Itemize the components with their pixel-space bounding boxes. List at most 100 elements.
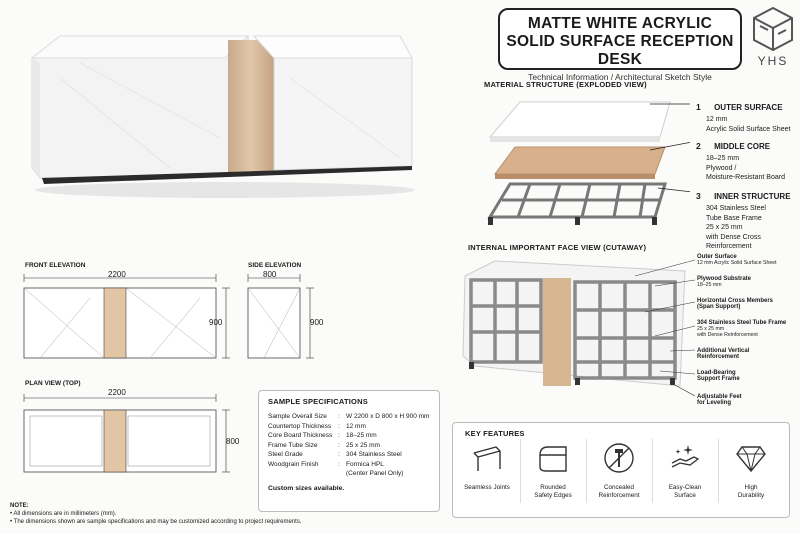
logo-text: YHS	[757, 54, 789, 68]
cutaway-view	[462, 259, 695, 397]
spec-value: 304 Stainless Steel	[346, 451, 402, 458]
spec-value: 25 x 25 mm	[346, 441, 380, 449]
title-box: MATTE WHITE ACRYLIC SOLID SURFACE RECEPT…	[498, 8, 742, 82]
spec-value: 12 mm	[346, 422, 366, 430]
cutaway-heading: INTERNAL IMPORTANT FACE VIEW (CUTAWAY)	[468, 243, 647, 252]
plan-view-heading: PLAN VIEW (TOP)	[25, 380, 81, 387]
cutaway-label-title: Horizontal Cross Members	[697, 298, 774, 304]
cutaway-label-plywood: Plywood Substrate 18–25 mm	[697, 276, 797, 288]
layer-1: 1 OUTER SURFACE 12 mm Acrylic Solid Surf…	[696, 97, 796, 134]
layer-2: 2 MIDDLE CORE 18–25 mm Plywood / Moistur…	[696, 136, 796, 183]
side-width-dim: 800	[263, 270, 277, 279]
plan-view-drawing	[23, 394, 230, 473]
layer-3-line: 25 x 25 mm	[706, 224, 743, 231]
layer-3: 3 INNER STRUCTURE 304 Stainless Steel Tu…	[696, 186, 796, 252]
brand-logo: YHS	[752, 6, 794, 68]
cutaway-label-title: Support Frame	[697, 376, 740, 382]
cutaway-label-frame: 304 Stainless Steel Tube Frame 25 x 25 m…	[697, 320, 797, 338]
diamond-icon	[736, 446, 766, 473]
spec-key: Sample Overall Size	[268, 413, 327, 420]
layer-3-num: 3	[696, 191, 701, 201]
cutaway-label-title: Reinforcement	[697, 354, 740, 360]
sample-specifications: SAMPLE SPECIFICATIONS Sample Overall Siz…	[258, 390, 440, 512]
cutaway-label-sub: 25 x 25 mm	[697, 326, 725, 332]
layer-1-title: OUTER SURFACE	[714, 103, 783, 112]
cutaway-label-title: Adjustable Feet	[697, 394, 742, 400]
spec-row: Sample Overall Size:W 2200 x D 800 x H 9…	[268, 413, 430, 420]
cutaway-label-sub: with Dense Reinforcement	[697, 332, 758, 338]
feature-label: Durability	[737, 492, 765, 499]
exploded-view	[487, 101, 690, 225]
spec-row: Woodgrain Finish:Formica HPL(Center Pane…	[268, 460, 404, 478]
spec-key: Frame Tube Size	[268, 441, 318, 449]
key-features-heading: KEY FEATURES	[465, 429, 525, 438]
layer-1-line: 12 mm	[706, 116, 728, 123]
front-width-dim: 2200	[108, 270, 126, 279]
layer-1-line: Acrylic Solid Surface Sheet	[706, 125, 791, 133]
concealed-screw-icon	[604, 443, 634, 473]
feature-label: Seamless Joints	[464, 484, 510, 491]
title-line2: SOLID SURFACE RECEPTION DESK	[506, 33, 734, 68]
feature-label: Reinforcement	[598, 492, 640, 499]
cutaway-label-load: Load-Bearing Support Frame	[697, 370, 797, 382]
material-heading: MATERIAL STRUCTURE (EXPLODED VIEW)	[484, 80, 647, 89]
cutaway-label-sub: 12 mm Acrylic Solid Surface Sheet	[697, 260, 777, 266]
side-elevation-heading: SIDE ELEVATION	[248, 262, 302, 269]
cutaway-label-sub: (Span Support)	[697, 304, 741, 310]
spec-key: Core Board Thickness	[268, 432, 333, 439]
spec-row: Steel Grade:304 Stainless Steel	[268, 450, 430, 460]
layer-2-num: 2	[696, 141, 701, 151]
layer-2-line: Plywood /	[706, 164, 737, 172]
layer-3-line: Tube Base Frame	[706, 214, 762, 222]
layer-3-line: Reinforcement	[706, 243, 752, 250]
subtitle: Technical Information / Architectural Sk…	[528, 72, 712, 82]
cutaway-label-title: Plywood Substrate	[697, 276, 752, 282]
front-height-dim: 900	[209, 318, 223, 327]
note-heading: NOTE:	[10, 503, 29, 509]
logo-cube-icon	[753, 6, 793, 52]
cutaway-label-outer: Outer Surface 12 mm Acrylic Solid Surfac…	[697, 254, 797, 266]
note: NOTE: • All dimensions are in millimeter…	[10, 503, 302, 525]
cutaway-label-title: Additional Vertical	[697, 348, 750, 354]
front-elevation-drawing	[23, 274, 230, 359]
spec-row: Frame Tube Size:25 x 25 mm	[268, 441, 430, 451]
plan-depth-dim: 800	[226, 437, 240, 446]
feature-label: Rounded	[540, 484, 566, 491]
layer-2-line: Moisture-Resistant Board	[706, 174, 785, 181]
cutaway-label-sub: 18–25 mm	[697, 282, 722, 288]
cutaway-label-title: 304 Stainless Steel Tube Frame	[697, 320, 787, 326]
layer-1-num: 1	[696, 102, 701, 112]
cutaway-label-title: for Leveling	[697, 400, 732, 406]
layer-3-line: 304 Stainless Steel	[706, 205, 766, 212]
cutaway-label-title: Outer Surface	[697, 254, 737, 260]
note-line: All dimensions are in millimeters (mm).	[13, 511, 117, 517]
cutaway-label-cross: Horizontal Cross Members (Span Support)	[697, 298, 797, 310]
front-elevation-heading: FRONT ELEVATION	[25, 262, 86, 269]
spec-key: Steel Grade	[268, 451, 303, 458]
hand-sparkle-icon	[671, 445, 700, 468]
seamless-joints-icon	[473, 446, 501, 471]
spec-value: (Center Panel Only)	[346, 470, 404, 477]
specs-heading: SAMPLE SPECIFICATIONS	[268, 397, 368, 406]
specs-footer: Custom sizes available.	[268, 484, 345, 492]
spec-row: Countertop Thickness:12 mm	[268, 422, 430, 432]
layer-3-title: INNER STRUCTURE	[714, 192, 791, 201]
layer-3-line: with Dense Cross	[706, 233, 761, 241]
spec-key: Woodgrain Finish	[268, 460, 319, 468]
side-elevation-drawing	[247, 274, 314, 359]
desk-render	[30, 35, 415, 198]
spec-value: Formica HPL	[346, 460, 384, 468]
rounded-edge-icon	[539, 446, 567, 472]
layer-2-title: MIDDLE CORE	[714, 142, 771, 151]
cutaway-label-title: Load-Bearing	[697, 370, 736, 376]
title-line1: MATTE WHITE ACRYLIC	[527, 15, 713, 32]
spec-value: W 2200 x D 800 x H 900 mm	[346, 413, 430, 420]
feature-label: Concealed	[603, 484, 635, 491]
cutaway-label-feet: Adjustable Feet for Leveling	[697, 394, 797, 406]
spec-row: Core Board Thickness:18–25 mm	[268, 431, 430, 441]
